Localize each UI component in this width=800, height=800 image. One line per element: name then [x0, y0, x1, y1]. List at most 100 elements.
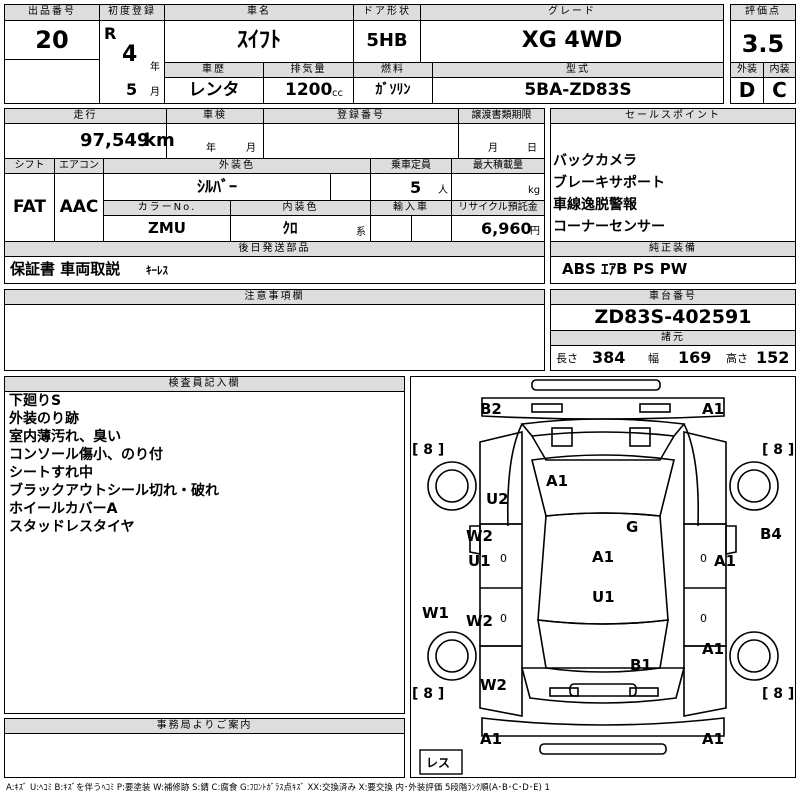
mark-a1-rear-left: A1: [480, 730, 502, 748]
mark-w1: W1: [422, 604, 449, 622]
recycle: 6,960: [481, 219, 532, 238]
mark-a1-rear-right: A1: [702, 730, 724, 748]
length: 384: [592, 348, 626, 367]
tread-rear-right: [ 8 ]: [762, 686, 794, 702]
colorno: ZMU: [148, 219, 186, 237]
height-label: 高さ: [726, 352, 748, 365]
transfer-day-unit: 日: [527, 143, 537, 154]
width-label: 幅: [648, 352, 659, 365]
mileage-cell: [4, 123, 167, 159]
tread-front-right: [ 8 ]: [762, 442, 794, 458]
import-label: 輸入車: [370, 200, 452, 216]
later-parts-cell: [4, 256, 545, 284]
inspector-note: ブラックアウトシール切れ・破れ: [9, 483, 219, 499]
ext-color: ｼﾙﾊﾞｰ: [196, 177, 237, 196]
history-cell: [164, 77, 264, 104]
import-cell-a: [370, 215, 412, 242]
zero-mark: 0: [500, 552, 507, 565]
ext-score-cell: [730, 77, 764, 104]
int-color-suffix: 系: [356, 227, 366, 238]
sales-label: セールスポイント: [550, 108, 796, 124]
ac-label: エアコン: [54, 158, 104, 174]
reg-era: R: [104, 24, 117, 43]
capacity-label: 乗車定員: [370, 158, 452, 174]
inspection-year-unit: 年: [206, 143, 216, 154]
inspector-note: ホイールカバーA: [9, 501, 118, 517]
zero-mark: 0: [700, 612, 707, 625]
sales-points-list: バックカメラ ブレーキサポート 車線逸脱警報 コーナーセンサー: [553, 150, 665, 238]
shift-label: シフト: [4, 158, 55, 174]
mileage-unit: km: [144, 130, 175, 151]
mileage: 97,549: [80, 130, 150, 151]
inspector-notes-list: 下廻りS 外装のり跡 室内薄汚れ、臭い コンソール傷小、のり付 シートすれ中 ブ…: [9, 392, 219, 536]
inspection-label: 車検: [166, 108, 264, 124]
inspection-month-unit: 月: [246, 143, 256, 154]
door-label: ドア形状: [353, 4, 421, 21]
later-parts-small: ｷｰﾚｽ: [146, 264, 168, 277]
width: 169: [678, 348, 712, 367]
fuel-cell: [353, 77, 433, 104]
transfer-month-unit: 月: [488, 143, 498, 154]
load-label: 最大積載量: [451, 158, 545, 174]
shift: FAT: [12, 197, 47, 217]
spare-tire-label: レス: [426, 756, 450, 770]
sales-point: 車線逸脱警報: [553, 197, 637, 213]
tread-front-left: [ 8 ]: [412, 442, 444, 458]
recycle-unit: 円: [530, 226, 540, 237]
inspector-note: 室内薄汚れ、臭い: [9, 429, 122, 445]
mark-w2-left-rear: W2: [466, 612, 493, 630]
equipment-label: 純正装備: [550, 241, 796, 257]
car-name-label: 車名: [164, 4, 354, 21]
tread-rear-left: [ 8 ]: [412, 686, 444, 702]
regno-cell: [263, 123, 459, 159]
mark-u1-roof: U1: [592, 588, 615, 606]
inspector-note: 外装のり跡: [9, 411, 79, 427]
inspector-note: スタッドレスタイヤ: [9, 519, 135, 535]
model-cell: [432, 77, 724, 104]
reg-year: 4: [122, 42, 138, 67]
fuel: ｶﾞｿﾘﾝ: [375, 82, 411, 98]
displacement-label: 排気量: [263, 62, 354, 78]
car-diagram-section: [410, 376, 796, 778]
mark-b1: B1: [630, 656, 652, 674]
car-name: ｽｲﾌﾄ: [236, 28, 281, 53]
reg-year-unit: 年: [150, 62, 160, 73]
lot-blank: [4, 59, 100, 104]
regno-label: 登録番号: [263, 108, 459, 124]
int-score: C: [772, 78, 787, 102]
recycle-label: リサイクル預託金: [451, 200, 545, 216]
legend: A:ｷｽﾞ U:ﾍｺﾐ B:ｷｽﾞを伴うﾍｺﾐ P:要塗装 W:補修跡 S:錆 …: [6, 783, 550, 793]
inspector-note: 下廻りS: [9, 393, 62, 409]
height: 152: [756, 348, 790, 367]
displacement: 1200: [285, 80, 333, 100]
inspector-note: コンソール傷小、のり付: [9, 447, 163, 463]
mileage-label: 走行: [4, 108, 167, 124]
mark-b4: B4: [760, 525, 782, 543]
mark-a1-right-door: A1: [714, 552, 736, 570]
chassis-number: ZD83S-402591: [594, 306, 752, 328]
mark-a1-roof: A1: [592, 548, 614, 566]
history-label: 車歴: [164, 62, 264, 78]
mark-w2-left-quarter: W2: [480, 676, 507, 694]
score: 3.5: [741, 30, 785, 58]
ext-color-cell: [103, 173, 331, 201]
colorno-label: カラーNo.: [103, 200, 231, 216]
int-color-label: 内装色: [230, 200, 371, 216]
notes-label: 注意事項欄: [4, 289, 545, 305]
reg-month-unit: 月: [150, 87, 160, 98]
car-name-cell: [164, 20, 354, 63]
ac: AAC: [59, 197, 99, 217]
first-reg-cell: [99, 20, 165, 104]
lot-cell: [4, 20, 100, 60]
grade-cell: [420, 20, 724, 63]
reg-month: 5: [126, 80, 138, 99]
grade: XG 4WD: [521, 28, 623, 53]
sales-point: コーナーセンサー: [553, 219, 665, 235]
inspector-note: シートすれ中: [9, 465, 93, 481]
mark-w2-left-front: W2: [466, 527, 493, 545]
mark-u1-left-door: U1: [468, 552, 491, 570]
int-score-cell: [763, 77, 796, 104]
first-reg-label: 初度登録: [99, 4, 165, 21]
transfer-label: 譲渡書類期限: [458, 108, 545, 124]
load-unit: kg: [528, 185, 541, 196]
